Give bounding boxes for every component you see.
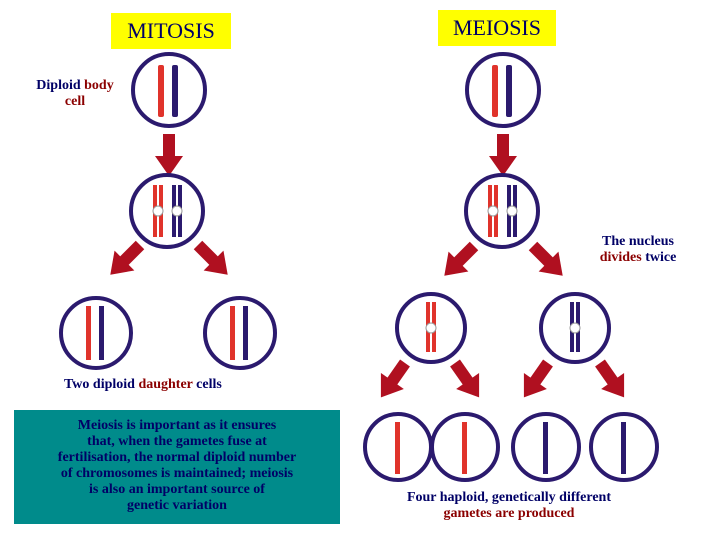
cell-word: cell bbox=[64, 94, 86, 109]
mitosis-parent-cell bbox=[131, 52, 207, 128]
mitosis-replicated-cell bbox=[129, 173, 205, 249]
mitosis-arrow-right bbox=[188, 235, 238, 285]
diploid-word: Diploid bbox=[36, 78, 85, 93]
divides-word: divides bbox=[599, 250, 642, 265]
gamete-cell-4 bbox=[589, 412, 659, 482]
mitosis-arrow-down bbox=[155, 134, 183, 176]
nucleus-divides-twice-label: The nucleus divides twice bbox=[580, 234, 696, 266]
diploid-body-cell-label: Diploid body cell bbox=[20, 78, 130, 110]
meiosis-arrow-far-right bbox=[588, 354, 636, 406]
meiosis-arrow-far-left bbox=[369, 354, 417, 406]
meiosis-arrow-down bbox=[489, 134, 517, 176]
meiosis-parent-cell bbox=[465, 52, 541, 128]
meiosis-second-division-cell-right bbox=[539, 292, 611, 364]
meiosis-importance-box: Meiosis is important as it ensures that,… bbox=[14, 410, 340, 524]
info-line-3a: fertilisation, the bbox=[57, 450, 157, 465]
meiosis-arrow-right bbox=[523, 236, 573, 286]
meiosis-arrow-mid-left bbox=[443, 354, 491, 406]
info-line-5: is also an important source of bbox=[89, 482, 265, 497]
daughter-word: daughter bbox=[138, 377, 193, 392]
info-line-1: Meiosis is important as it ensures bbox=[77, 418, 277, 433]
gamete-cell-3 bbox=[511, 412, 581, 482]
meiosis-heading: MEIOSIS bbox=[438, 10, 556, 46]
four-haploid-phrase: Four haploid, genetically different bbox=[406, 490, 612, 505]
meiosis-replicated-cell bbox=[464, 173, 540, 249]
twice-word: twice bbox=[641, 250, 677, 265]
gamete-cell-1 bbox=[363, 412, 433, 482]
gametes-produced-phrase: gametes are produced bbox=[443, 506, 575, 521]
gamete-cell-2 bbox=[430, 412, 500, 482]
body-word: body bbox=[84, 78, 114, 93]
info-line-2: that, when the gametes fuse at bbox=[87, 434, 267, 449]
mitosis-arrow-left bbox=[100, 235, 150, 285]
nucleus-phrase: The nucleus bbox=[602, 234, 674, 249]
info-line-3b: normal diploid number bbox=[156, 450, 297, 465]
mitosis-daughter-cell-left bbox=[59, 296, 133, 370]
meiosis-arrow-mid-right bbox=[512, 354, 560, 406]
info-line-6: genetic variation bbox=[127, 498, 227, 513]
mitosis-heading: MITOSIS bbox=[111, 13, 231, 49]
meiosis-arrow-left bbox=[434, 236, 484, 286]
mitosis-daughter-cell-right bbox=[203, 296, 277, 370]
cells-word: cells bbox=[192, 377, 222, 392]
info-line-4: of chromosomes is maintained; meiosis bbox=[60, 466, 294, 481]
four-haploid-gametes-label: Four haploid, genetically different game… bbox=[364, 490, 654, 522]
meiosis-second-division-cell-left bbox=[395, 292, 467, 364]
two-diploid-daughter-cells-label: Two diploid daughter cells bbox=[64, 377, 284, 393]
two-diploid-phrase: Two diploid bbox=[64, 377, 139, 392]
